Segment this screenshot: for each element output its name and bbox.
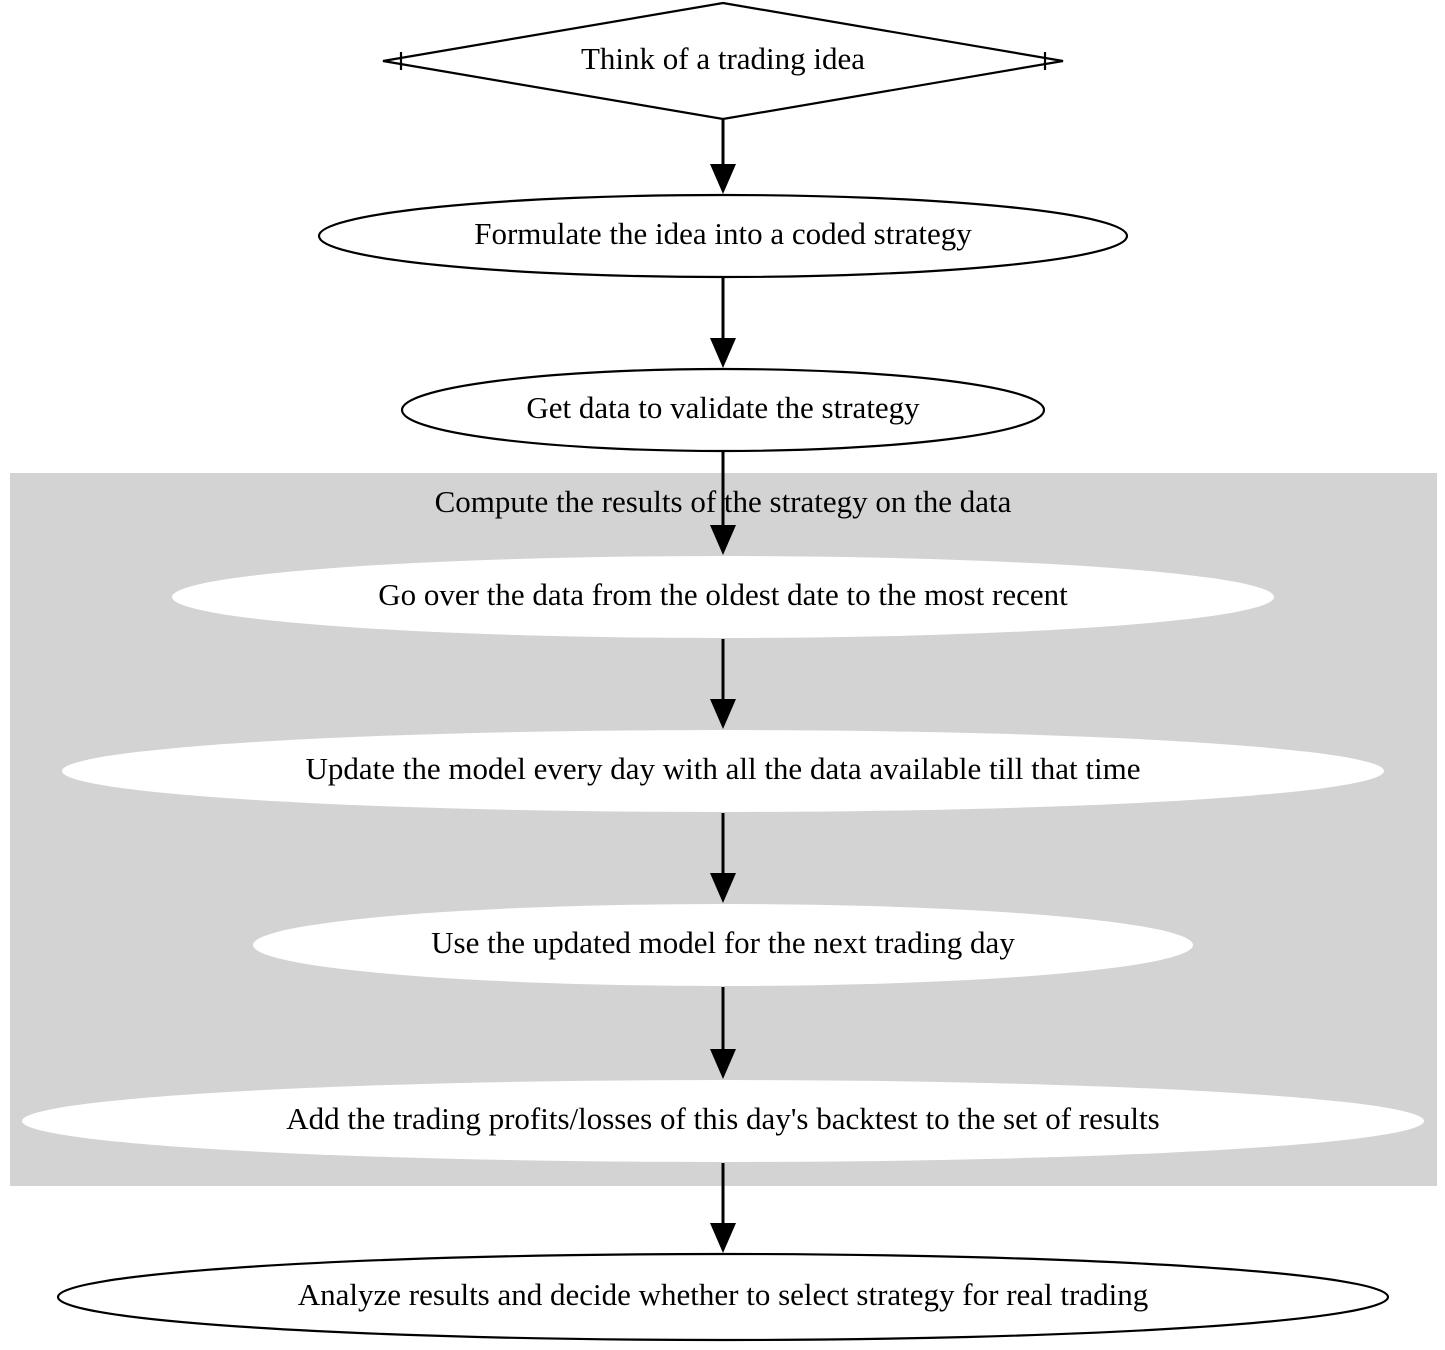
edge-arrowhead-formulate-to-getdata <box>710 338 736 368</box>
node-label-analyze: Analyze results and decide whether to se… <box>298 1277 1148 1312</box>
node-label-getdata: Get data to validate the strategy <box>526 390 920 425</box>
node-update[interactable]: Update the model every day with all the … <box>62 730 1384 812</box>
node-addprofits[interactable]: Add the trading profits/losses of this d… <box>22 1080 1424 1162</box>
edge-arrowhead-addprofits-to-analyze <box>710 1223 736 1253</box>
node-label-goover: Go over the data from the oldest date to… <box>378 577 1068 612</box>
edge-arrowhead-goover-to-update <box>710 699 736 729</box>
cluster-label-compute-results: Compute the results of the strategy on t… <box>435 484 1012 519</box>
node-label-think: Think of a trading idea <box>581 41 865 76</box>
node-think[interactable]: Think of a trading idea <box>382 1 1064 121</box>
node-label-usemodel: Use the updated model for the next tradi… <box>431 925 1015 960</box>
node-shape-ellipse-getdata <box>400 367 1046 453</box>
node-formulate[interactable]: Formulate the idea into a coded strategy <box>317 193 1129 279</box>
node-shape-ellipse-addprofits <box>22 1080 1424 1162</box>
edge-arrowhead-usemodel-to-addprofits <box>710 1049 736 1079</box>
node-label-addprofits: Add the trading profits/losses of this d… <box>286 1101 1159 1136</box>
edge-arrowhead-getdata-to-goover <box>710 525 736 555</box>
node-label-update: Update the model every day with all the … <box>306 751 1141 786</box>
node-analyze[interactable]: Analyze results and decide whether to se… <box>56 1252 1390 1342</box>
edge-arrowhead-think-to-formulate <box>710 164 736 194</box>
node-goover[interactable]: Go over the data from the oldest date to… <box>172 556 1274 638</box>
edges-group <box>710 120 736 1253</box>
edge-arrowhead-update-to-usemodel <box>710 873 736 903</box>
node-shape-ellipse-usemodel <box>253 904 1193 986</box>
node-shape-ellipse-formulate <box>317 193 1129 279</box>
node-shape-ellipse-goover <box>172 556 1274 638</box>
node-shape-ellipse-analyze <box>56 1252 1390 1342</box>
node-label-formulate: Formulate the idea into a coded strategy <box>474 216 972 251</box>
node-usemodel[interactable]: Use the updated model for the next tradi… <box>253 904 1193 986</box>
node-shape-diamond-think <box>382 1 1064 121</box>
node-shape-ellipse-update <box>62 730 1384 812</box>
node-getdata[interactable]: Get data to validate the strategy <box>400 367 1046 453</box>
